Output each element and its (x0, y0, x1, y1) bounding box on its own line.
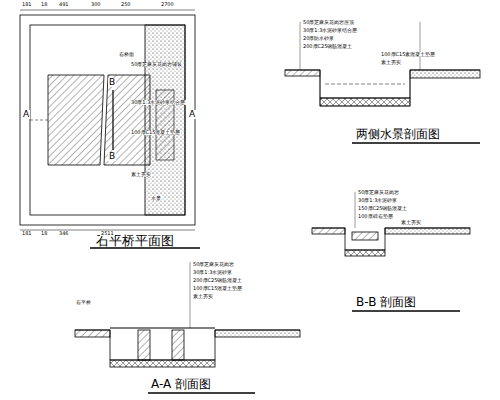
callout-note: 200厚C25钢筋混凝土 (302, 44, 353, 49)
callout-note: 20厚防水砂浆 (302, 36, 335, 41)
section-mark: A (22, 110, 30, 119)
callout-note: 50厚芝麻灰花岗岩 (357, 190, 400, 195)
section-mark: A (188, 110, 196, 119)
callout-note: 素土夯实 (400, 220, 422, 225)
dimension: 2511 (100, 231, 115, 236)
dimension: 181 (21, 2, 33, 7)
dimension: 18 (40, 231, 48, 236)
callout-note: 素土夯实 (380, 60, 402, 65)
callout-note: 200厚C25钢筋混凝土 (192, 278, 243, 283)
dimension: 300 (90, 2, 102, 7)
callout-note: 100厚碎石垫层 (357, 214, 394, 219)
callout-note: 50厚芝麻灰花岗岩铺装 (130, 62, 183, 67)
callout-note: 水景 (150, 196, 162, 201)
dimension: 491 (58, 2, 70, 7)
callout-note: 100厚C15混凝土垫层 (130, 130, 181, 135)
callout-note: 石桥面 (118, 52, 135, 57)
dimension: 18 (40, 2, 48, 7)
drawing-title: 两侧水景剖面图 (355, 128, 441, 140)
dimension: 181 (21, 231, 33, 236)
callout-note: 50厚芝麻灰花岗岩压顶 (302, 20, 355, 25)
callout-note: 50厚芝麻灰花岗岩 (192, 262, 235, 267)
dimension: 346 (58, 231, 70, 236)
callout-note: 100厚C15素混凝土垫层 (380, 52, 436, 57)
section-mark: B (108, 152, 116, 161)
callout-note: 30厚1:3水泥砂浆结合层 (302, 28, 358, 33)
callout-note: 石平桥 (75, 300, 92, 305)
dimension: 250 (120, 2, 132, 7)
dimension: 2700 (160, 2, 175, 7)
callout-note: 30厚1:3水泥砂浆 (357, 198, 398, 203)
callout-note: 30厚1:3水泥砂浆结合层 (130, 100, 186, 105)
drawing-title: A-A 剖面图 (150, 378, 212, 390)
callout-note: 素土夯实 (130, 172, 152, 177)
section-mark: B (108, 78, 116, 87)
callout-note: 150厚C25钢筋混凝土 (357, 206, 408, 211)
callout-note: 素土夯实 (192, 294, 214, 299)
drawing-title: B-B 剖面图 (355, 296, 417, 308)
callout-note: 30厚1:3水泥砂浆 (192, 270, 233, 275)
callout-note: 100厚C15混凝土垫层 (192, 286, 243, 291)
